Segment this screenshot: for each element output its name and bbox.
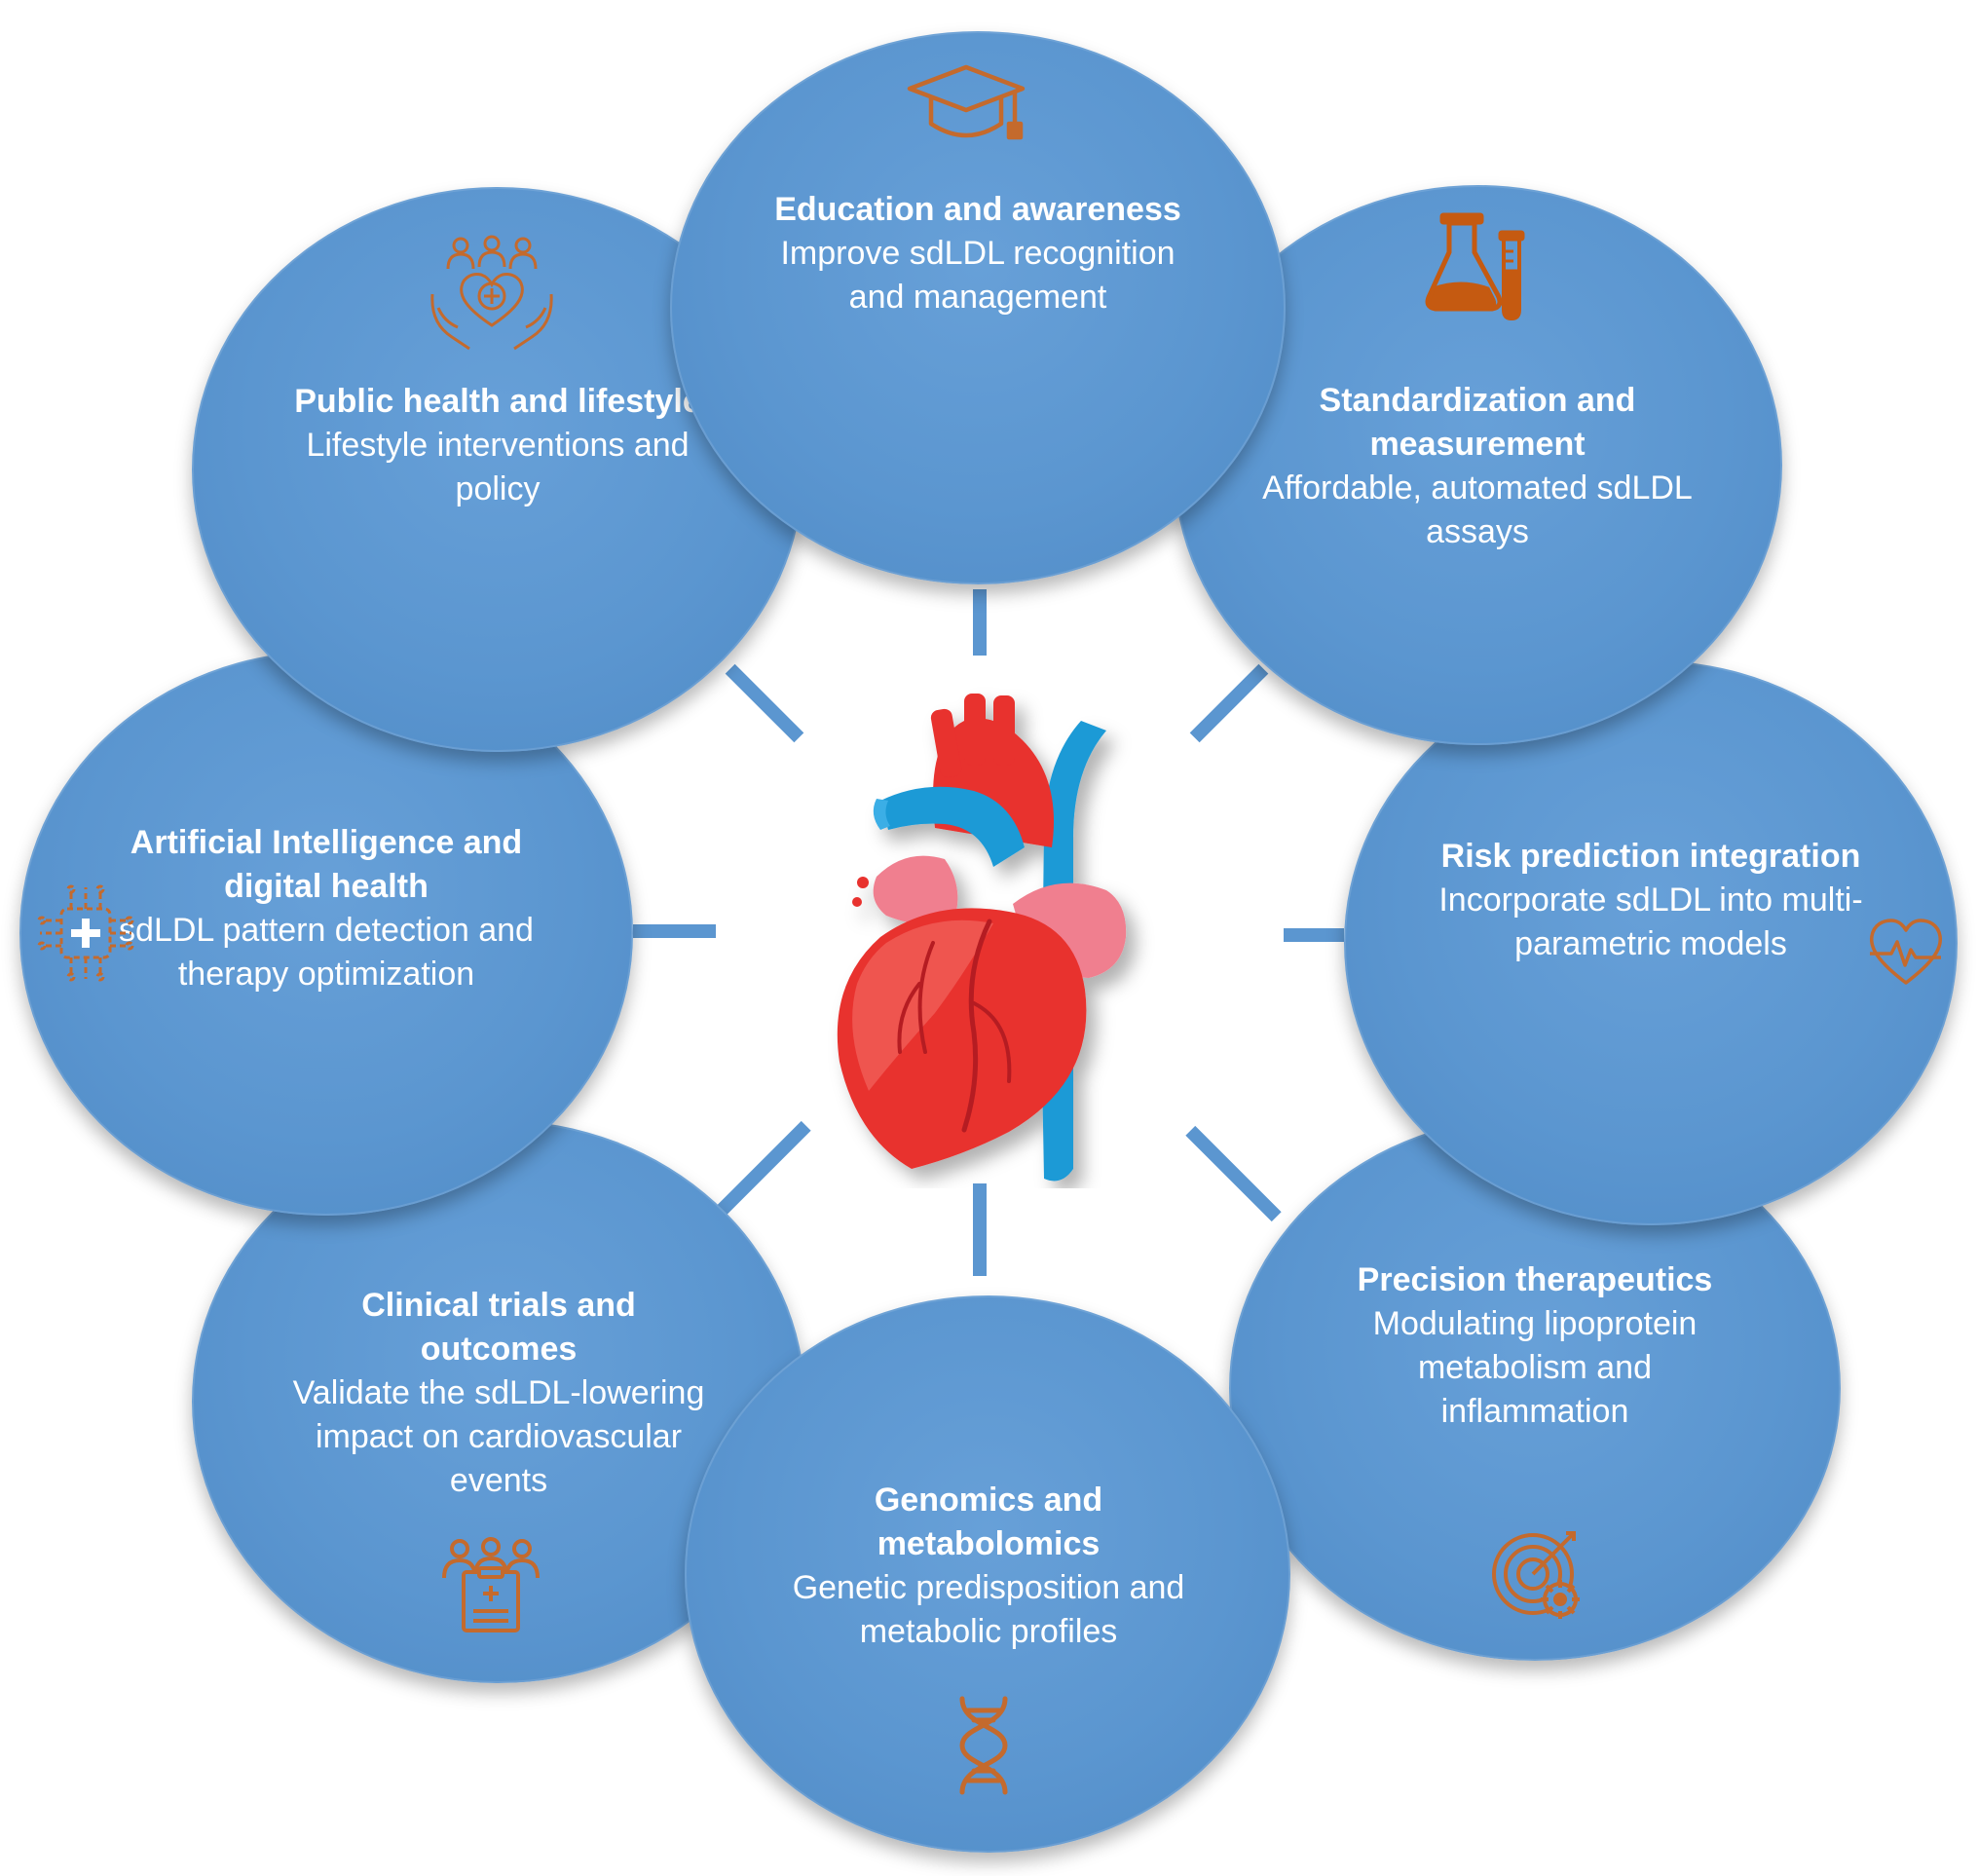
anatomical-heart-icon bbox=[818, 682, 1188, 1188]
node-description: Affordable, automated sdLDL assays bbox=[1262, 469, 1693, 550]
node-description: sdLDL pattern detection and therapy opti… bbox=[119, 912, 534, 993]
node-description: Incorporate sdLDL into multi-parametric … bbox=[1438, 882, 1863, 962]
heart-pulse-icon bbox=[1868, 919, 1944, 987]
node-title: Clinical trials and outcomes bbox=[361, 1287, 636, 1368]
heart-hands-community-icon bbox=[429, 235, 555, 353]
connector-line bbox=[715, 1120, 811, 1218]
connector-line bbox=[973, 589, 987, 656]
label-clinical-trials: Clinical trials and outcomes Validate th… bbox=[284, 1284, 713, 1503]
dna-icon bbox=[954, 1696, 1013, 1795]
label-education: Education and awareness Improve sdLDL re… bbox=[759, 188, 1197, 319]
node-description: Modulating lipoprotein metabolism and in… bbox=[1372, 1305, 1698, 1430]
digital-health-chip-icon bbox=[32, 880, 139, 987]
connector-line bbox=[1185, 1125, 1282, 1222]
target-gear-icon bbox=[1490, 1525, 1592, 1623]
node-title: Standardization and measurement bbox=[1319, 382, 1636, 463]
label-ai-digital-health: Artificial Intelligence and digital heal… bbox=[112, 821, 541, 996]
node-title: Risk prediction integration bbox=[1440, 838, 1861, 875]
node-title: Precision therapeutics bbox=[1357, 1261, 1713, 1298]
clinical-team-clipboard-icon bbox=[440, 1537, 542, 1634]
node-title: Public health and lifestyle bbox=[294, 383, 701, 420]
connector-line bbox=[633, 924, 716, 938]
graduation-cap-icon bbox=[906, 63, 1027, 143]
node-genomics bbox=[685, 1295, 1290, 1853]
connector-line bbox=[725, 663, 804, 743]
label-standardization: Standardization and measurement Affordab… bbox=[1258, 379, 1697, 554]
connector-line bbox=[973, 1183, 987, 1276]
label-public-health: Public health and lifestyle Lifestyle in… bbox=[283, 380, 712, 511]
node-title: Artificial Intelligence and digital heal… bbox=[130, 824, 523, 905]
node-title: Education and awareness bbox=[774, 191, 1181, 228]
node-education bbox=[670, 31, 1286, 584]
node-description: Genetic predisposition and metabolic pro… bbox=[792, 1569, 1185, 1650]
node-risk-prediction bbox=[1344, 660, 1958, 1225]
connector-line bbox=[1284, 928, 1344, 942]
node-description: Validate the sdLDL-lowering impact on ca… bbox=[292, 1374, 705, 1499]
node-title: Genomics and metabolomics bbox=[874, 1482, 1103, 1562]
node-description: Improve sdLDL recognition and management bbox=[780, 235, 1176, 316]
label-precision-therapeutics: Precision therapeutics Modulating lipopr… bbox=[1321, 1258, 1749, 1434]
label-genomics: Genomics and metabolomics Genetic predis… bbox=[765, 1479, 1213, 1654]
node-description: Lifestyle interventions and policy bbox=[306, 427, 690, 507]
label-risk-prediction: Risk prediction integration Incorporate … bbox=[1437, 835, 1865, 966]
lab-flask-test-tube-icon bbox=[1424, 212, 1527, 321]
connector-line bbox=[1189, 663, 1269, 743]
